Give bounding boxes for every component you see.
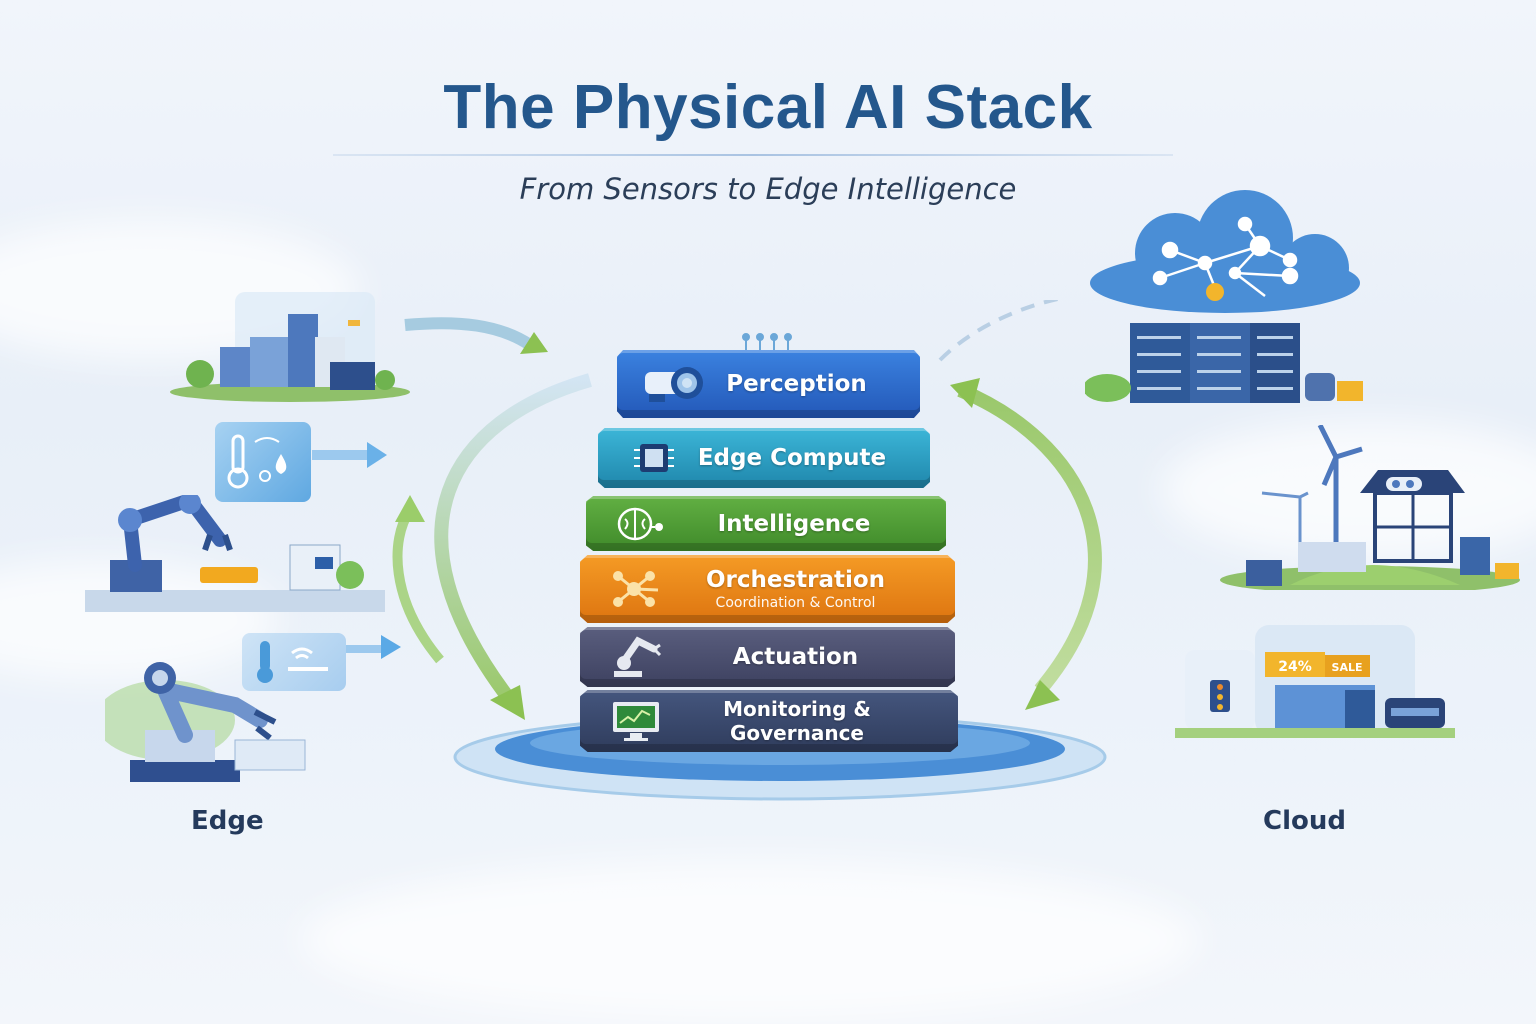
background-cloud (300, 860, 1200, 1020)
layer-intelligence[interactable]: Intelligence (586, 496, 946, 551)
brain-icon (612, 502, 672, 546)
edge-arrow-middle (312, 442, 387, 468)
cloud-network-datacenter-icon (1083, 190, 1363, 403)
layer-monitoring-governance[interactable]: Monitoring & Governance (580, 690, 958, 752)
edge-label: Edge (191, 806, 264, 836)
edge-arrow-bottom (345, 635, 401, 659)
layer-orchestration-sublabel: Coordination & Control (715, 595, 876, 611)
city-buildings-icon (170, 292, 410, 402)
edge-scene-robot-factory (95, 650, 325, 790)
store-sign-percent: 24% (1278, 659, 1312, 675)
cloud-scene-smart-facility (1220, 423, 1520, 594)
robot-arm-icon (606, 635, 666, 679)
cloud-scene-datacenter (1083, 188, 1365, 410)
robot-arm-factory-icon (95, 662, 306, 782)
edge-arrow-top (404, 317, 548, 354)
layer-orchestration[interactable]: Orchestration Coordination & Control (580, 555, 955, 623)
edge-sensor-panel-1 (215, 422, 311, 502)
edge-sensor-panel-2 (242, 633, 346, 691)
layer-orchestration-label: Orchestration (705, 567, 886, 593)
edge-scene-industrial-robot (85, 491, 385, 615)
layer-edge-compute-label: Edge Compute (697, 445, 887, 471)
layer-edge-compute[interactable]: Edge Compute (598, 428, 930, 488)
layer-actuation[interactable]: Actuation (580, 627, 955, 687)
chip-icon (624, 436, 684, 480)
background-cloud (1160, 420, 1536, 560)
monitor-chart-icon (606, 699, 666, 743)
title-divider (333, 154, 1173, 156)
page-subtitle: From Sensors to Edge Intelligence (519, 172, 1017, 206)
edge-scene-city (170, 292, 410, 402)
industrial-robot-arm-icon (85, 491, 385, 612)
layer-perception[interactable]: Perception (617, 350, 920, 418)
layer-monitoring-governance-label: Monitoring & Governance (723, 697, 871, 745)
camera-icon (643, 362, 703, 406)
page-title: The Physical AI Stack (443, 73, 1093, 142)
wind-turbine-smart-facility-icon (1220, 423, 1520, 594)
store-sign-sale: SALE (1332, 661, 1363, 674)
cloud-scene-retail: 24% SALE (1175, 620, 1455, 740)
flow-arrows (392, 300, 1102, 720)
layer-actuation-label: Actuation (732, 644, 859, 670)
cloud-label: Cloud (1263, 806, 1346, 836)
layer-perception-label: Perception (726, 371, 867, 397)
thermometer-wifi-icon (257, 641, 328, 683)
network-nodes-icon (606, 567, 666, 611)
layer-intelligence-label: Intelligence (717, 510, 871, 537)
thermometer-humidity-icon (227, 434, 287, 489)
retail-store-icon: 24% SALE (1175, 625, 1455, 738)
